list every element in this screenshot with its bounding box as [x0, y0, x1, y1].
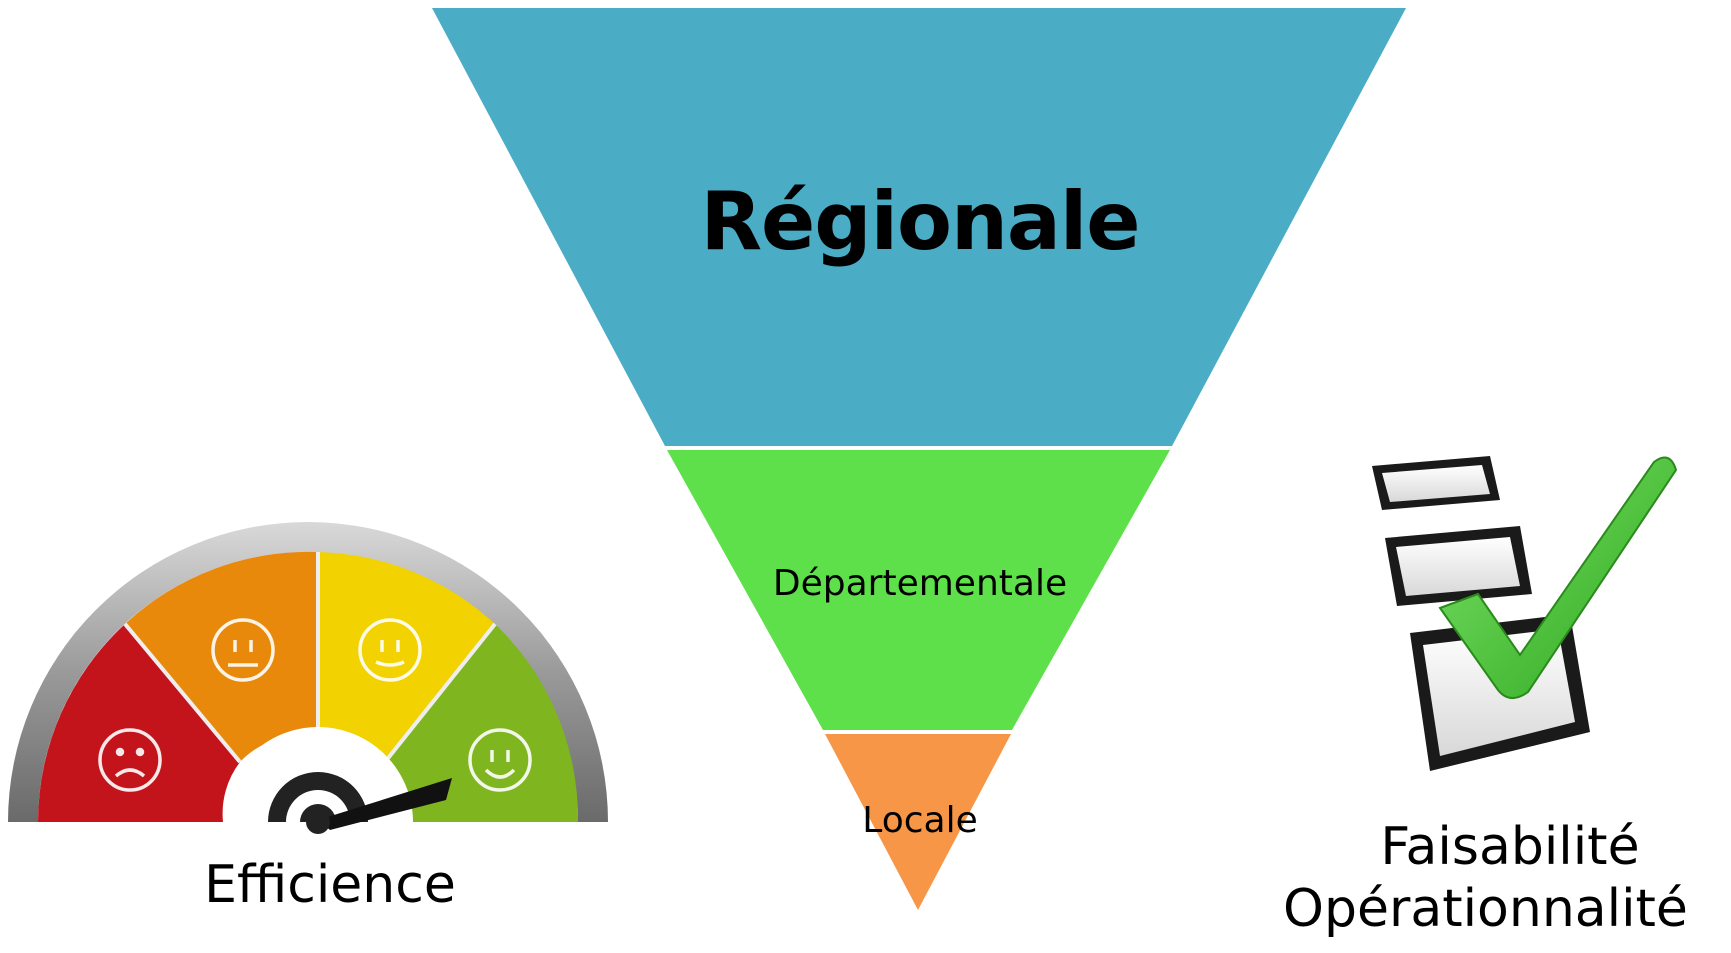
funnel-level-departementale [667, 450, 1170, 730]
gauge-segment-yellow [318, 552, 495, 762]
checkbox-empty-2 [1385, 526, 1532, 606]
checkbox-empty-1 [1372, 456, 1500, 510]
faisabilite-label: Faisabilité [1380, 817, 1640, 877]
neutral-face-icon [211, 618, 275, 682]
satisfaction-gauge-icon [8, 522, 608, 834]
funnel-label-departementale: Départementale [772, 563, 1068, 604]
funnel-level-locale [825, 734, 1011, 910]
sad-face-icon [98, 728, 162, 792]
checklist-checkmark-icon [1372, 456, 1678, 771]
efficience-label: Efficience [204, 855, 456, 915]
gauge-needle [268, 772, 452, 834]
checkmark [1438, 456, 1678, 699]
funnel-label-locale: Locale [862, 800, 978, 841]
gauge-segment-orange [125, 551, 318, 762]
funnel-label-regionale: Régionale [700, 175, 1140, 268]
funnel-level-regionale [432, 8, 1406, 446]
gauge-segment-red [38, 624, 240, 822]
funnel [432, 8, 1406, 910]
gauge-segment-green [385, 624, 579, 822]
happy-face-icon [468, 728, 532, 792]
content-face-icon [358, 618, 422, 682]
operationnalite-label: Opérationnalité [1283, 879, 1688, 939]
